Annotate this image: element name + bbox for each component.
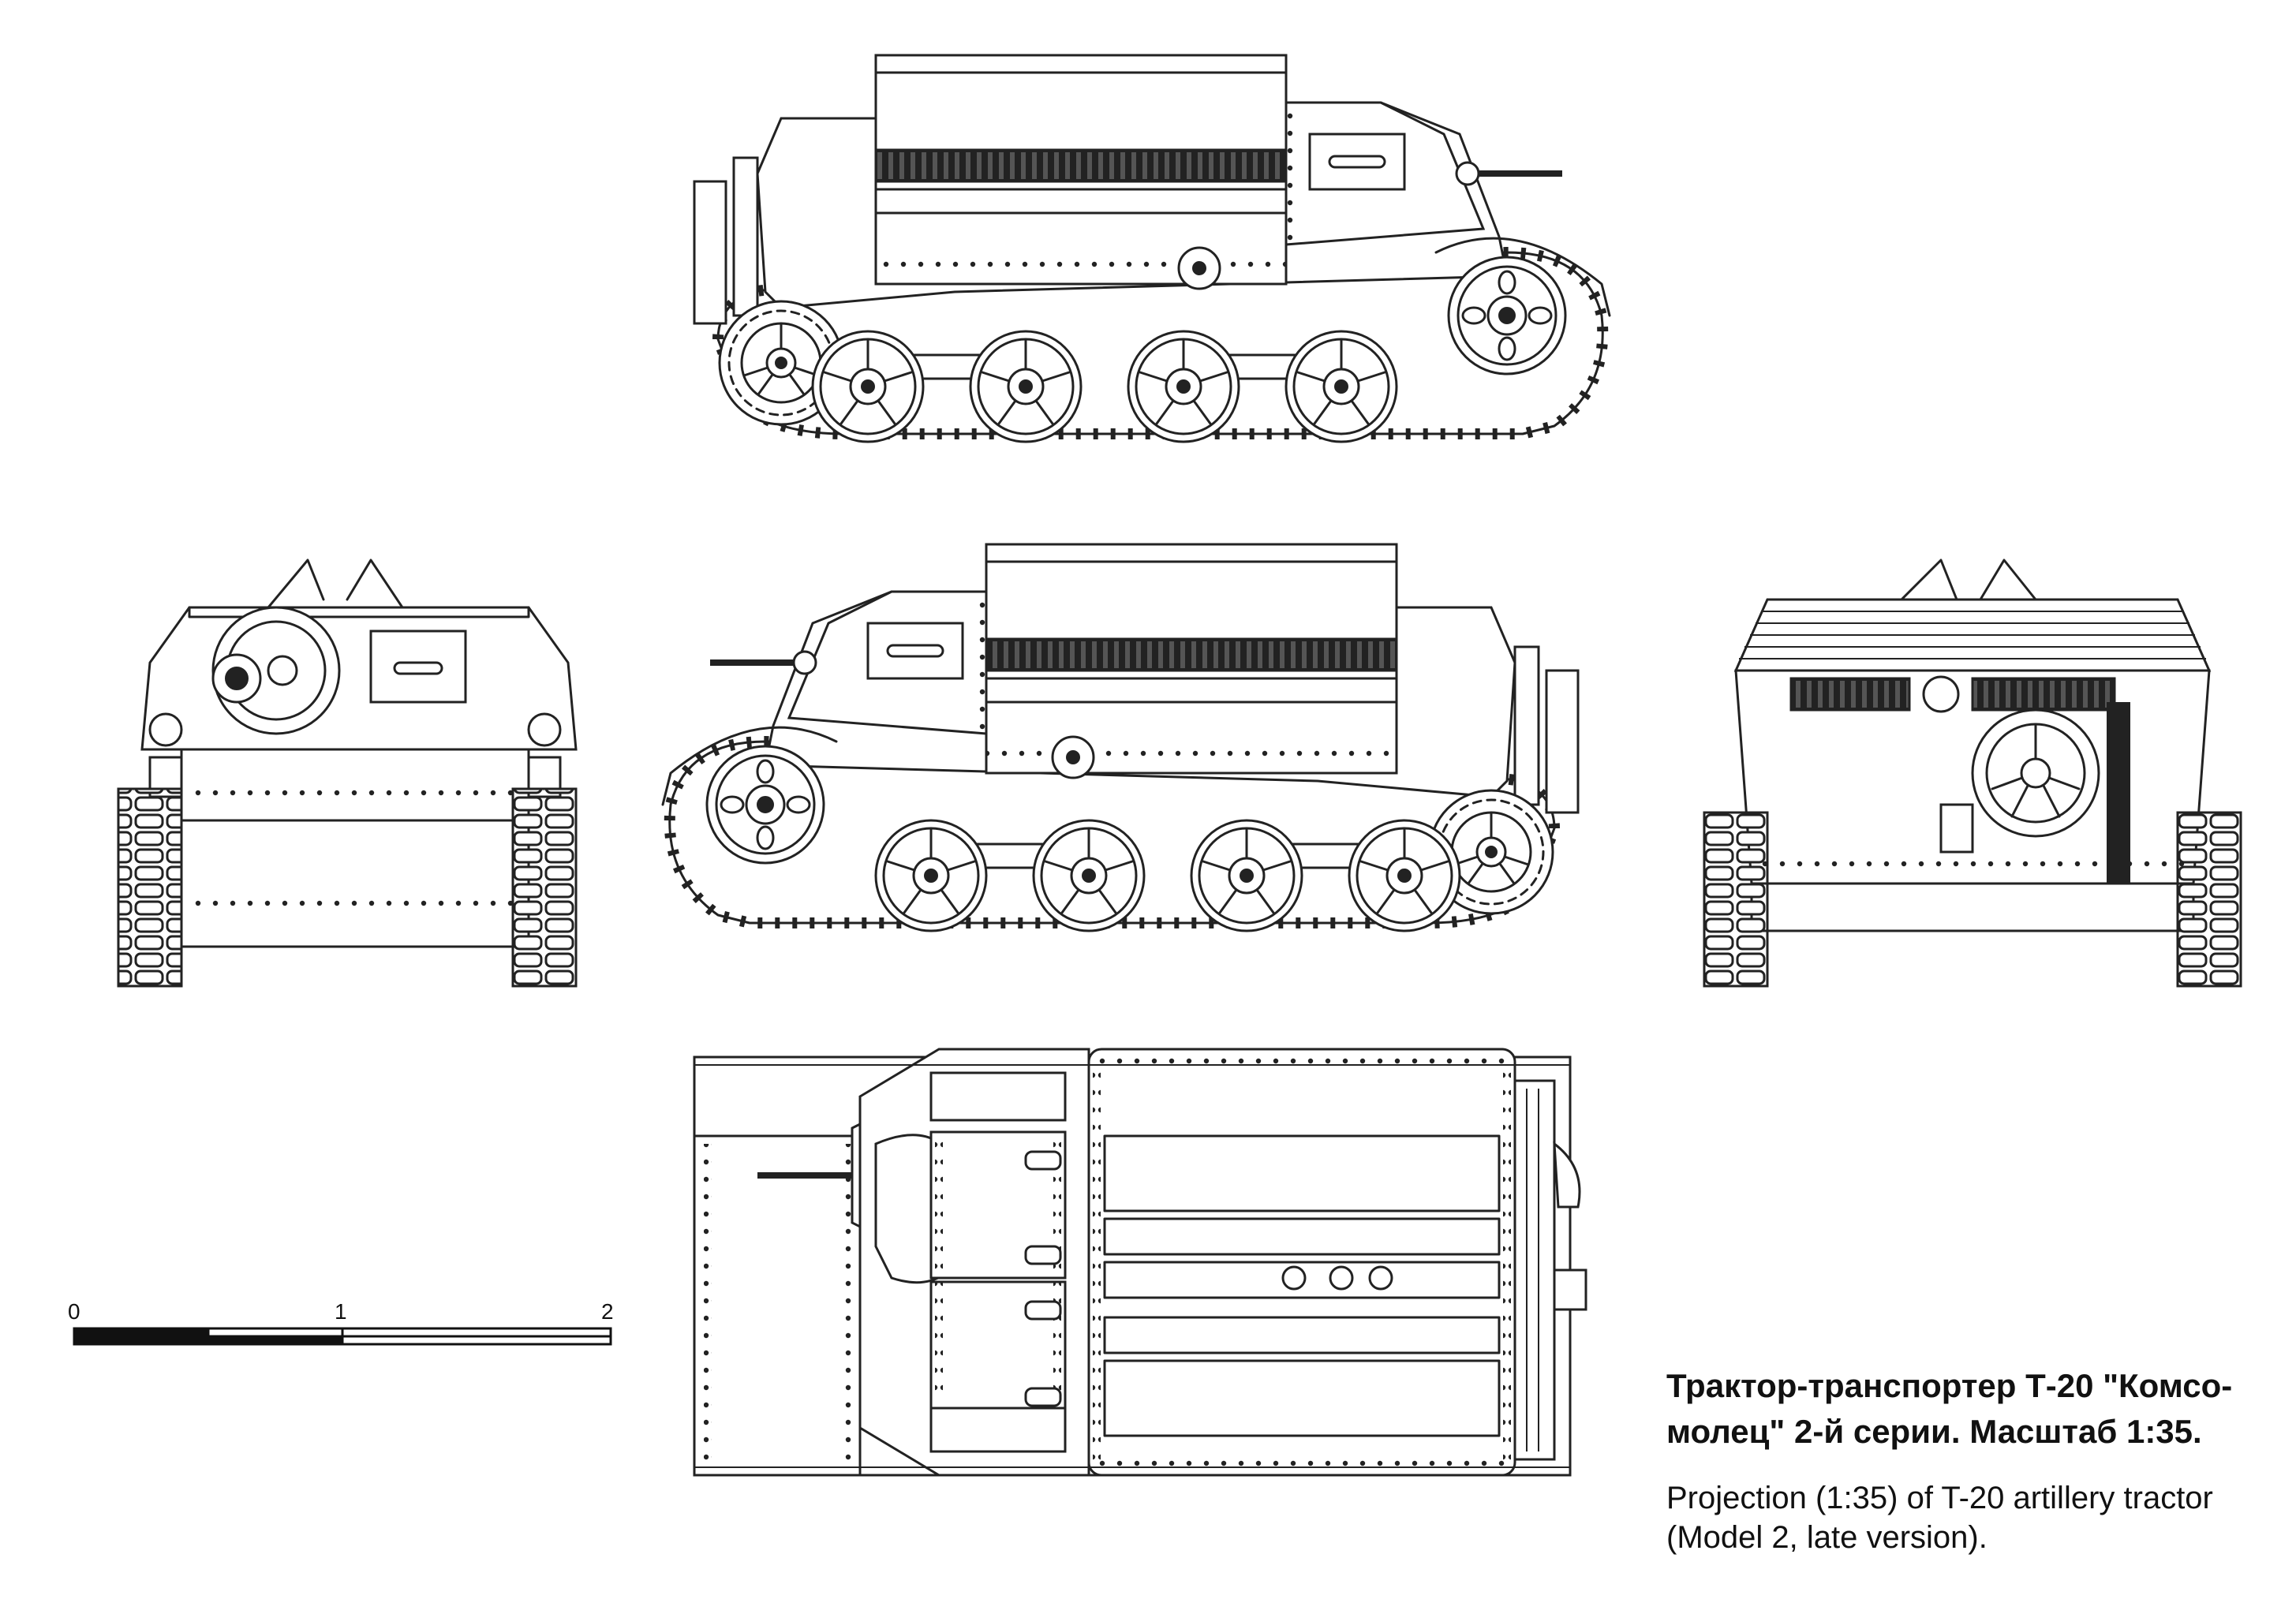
front-view [117, 559, 578, 988]
caption-english: Projection (1:35) of T-20 artillery trac… [1666, 1478, 2290, 1557]
rear-view [1703, 559, 2242, 988]
side-view-right [663, 544, 1578, 931]
top-view [693, 1048, 1587, 1477]
scale-tick-2: 2 [601, 1299, 614, 1324]
caption-english-line-1: Projection (1:35) of T-20 artillery trac… [1666, 1481, 2213, 1515]
caption-english-line-2: (Model 2, late version). [1666, 1520, 1987, 1555]
caption-russian-line-1: Трактор-транспортер Т-20 "Комсо- [1666, 1367, 2233, 1404]
scale-tick-1: 1 [335, 1299, 347, 1324]
scale-bar: 0 1 2 [68, 1299, 614, 1346]
side-view-left [694, 55, 1610, 442]
scale-tick-0: 0 [68, 1299, 80, 1324]
caption-russian: Трактор-транспортер Т-20 "Комсо- молец" … [1666, 1363, 2290, 1455]
caption-russian-line-2: молец" 2-й серии. Масштаб 1:35. [1666, 1413, 2202, 1450]
caption: Трактор-транспортер Т-20 "Комсо- молец" … [1666, 1363, 2290, 1557]
